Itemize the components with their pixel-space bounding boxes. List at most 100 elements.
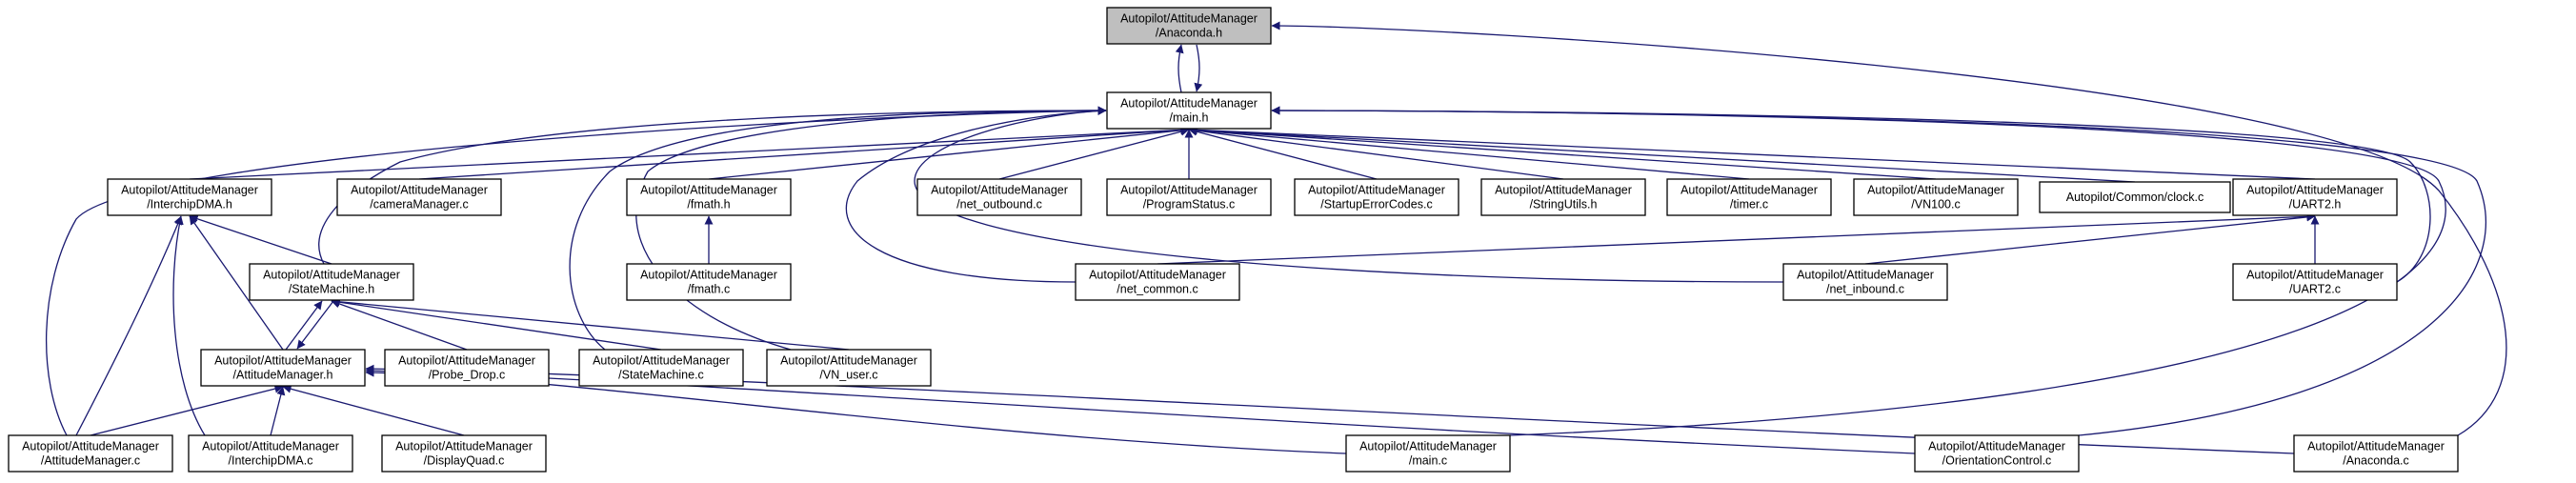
node-file-label: /VN_user.c [819, 369, 877, 382]
file-node-vn100-c[interactable]: Autopilot/AttitudeManager/VN100.c [1853, 178, 2019, 216]
file-node-displayquad-c[interactable]: Autopilot/AttitudeManager/DisplayQuad.c [381, 434, 547, 473]
edge-timer_c-to-main_h [1188, 126, 1750, 180]
node-path-label: Autopilot/AttitudeManager [1867, 184, 2004, 197]
edge-arrow [1188, 125, 2316, 180]
edge-net_outbound_c-to-main_h [998, 127, 1190, 180]
node-box [188, 434, 353, 473]
edge-arrow [1188, 127, 1378, 180]
file-node-interchipdma-h[interactable]: Autopilot/AttitudeManager/InterchipDMA.h [107, 178, 272, 216]
file-node-main-c[interactable]: Autopilot/AttitudeManager/main.c [1345, 434, 1511, 473]
edge-arrow [172, 215, 206, 436]
node-box [1782, 263, 1948, 301]
edge-arrow [1188, 126, 1564, 180]
file-node-net-common-c[interactable]: Autopilot/AttitudeManager/net_common.c [1075, 263, 1240, 301]
node-file-label: /OrientationControl.c [1942, 454, 2052, 468]
file-node-cameramanager-c[interactable]: Autopilot/AttitudeManager/cameraManager.… [336, 178, 502, 216]
edge-arrow [189, 125, 1190, 180]
file-node-interchipdma-c[interactable]: Autopilot/AttitudeManager/InterchipDMA.c [188, 434, 353, 473]
node-file-label: /Anaconda.h [1156, 27, 1222, 40]
edge-clock_c-to-main_h [1188, 125, 2136, 183]
edge-fmath_h-to-main_h [708, 126, 1190, 180]
edge-attitudemanager_c-to-main_h [46, 106, 1107, 436]
edge-arrow [1188, 125, 2136, 183]
edge-arrow [914, 106, 1784, 283]
file-node-vn-user-c[interactable]: Autopilot/AttitudeManager/VN_user.c [766, 349, 932, 387]
file-node-programstatus-c[interactable]: Autopilot/AttitudeManager/ProgramStatus.… [1106, 178, 1272, 216]
node-file-label: /Probe_Drop.c [429, 369, 506, 382]
edge-vn_user_c-to-statemachine_h [331, 297, 850, 351]
edge-arrow [569, 106, 1107, 351]
edge-statemachine_c-to-main_h [569, 106, 1107, 351]
node-box [200, 349, 366, 387]
file-node-uart2-c[interactable]: Autopilot/AttitudeManager/UART2.c [2232, 263, 2398, 301]
file-node-timer-c[interactable]: Autopilot/AttitudeManager/timer.c [1666, 178, 1832, 216]
file-node-fmath-c[interactable]: Autopilot/AttitudeManager/fmath.c [626, 263, 792, 301]
node-path-label: Autopilot/AttitudeManager [931, 184, 1068, 197]
file-node-statemachine-h[interactable]: Autopilot/AttitudeManager/StateMachine.h [249, 263, 414, 301]
edge-arrow [845, 106, 1107, 283]
edge-arrow [90, 384, 284, 436]
node-path-label: Autopilot/AttitudeManager [2246, 184, 2384, 197]
node-box [1853, 178, 2019, 216]
file-node-probe-drop-c[interactable]: Autopilot/AttitudeManager/Probe_Drop.c [384, 349, 550, 387]
file-node-uart2-h[interactable]: Autopilot/AttitudeManager/UART2.h [2232, 178, 2398, 216]
node-file-label: /StringUtils.h [1530, 198, 1598, 211]
edge-attitudemanager_c-to-interchipdma_h [75, 215, 182, 436]
node-path-label: Autopilot/AttitudeManager [1089, 269, 1226, 282]
node-file-label: /ProgramStatus.c [1143, 198, 1236, 211]
node-file-label: /net_outbound.c [956, 198, 1042, 211]
file-node-attitudemanager-c[interactable]: Autopilot/AttitudeManager/AttitudeManage… [8, 434, 173, 473]
file-node-startuperrorcodes-c[interactable]: Autopilot/AttitudeManager/StartupErrorCo… [1294, 178, 1459, 216]
node-file-label: /main.h [1170, 111, 1209, 125]
node-box [1106, 7, 1272, 45]
edge-stringutils_h-to-main_h [1188, 126, 1564, 180]
node-path-label: Autopilot/AttitudeManager [1680, 184, 1818, 197]
edge-net_common_c-to-main_h [845, 106, 1107, 283]
node-box [1345, 434, 1511, 473]
edge-interchipdma_c-to-interchipdma_h [172, 215, 206, 436]
file-node-main-h[interactable]: Autopilot/AttitudeManager/main.h [1106, 91, 1272, 130]
node-file-label: /fmath.h [687, 198, 730, 211]
file-node-anaconda-c[interactable]: Autopilot/AttitudeManager/Anaconda.c [2293, 434, 2459, 473]
node-path-label: Autopilot/AttitudeManager [22, 440, 159, 453]
edge-arrow [365, 364, 2295, 454]
node-box [1480, 178, 1646, 216]
edge-attitudemanager_h-to-interchipdma_h [189, 215, 284, 351]
dependency-edges [46, 21, 2507, 454]
file-node-statemachine-c[interactable]: Autopilot/AttitudeManager/StateMachine.c [578, 349, 744, 387]
node-box [2232, 178, 2398, 216]
node-file-label: /net_inbound.c [1826, 283, 1904, 296]
edge-arrow [331, 297, 850, 351]
node-file-label: /DisplayQuad.c [424, 454, 505, 468]
file-node-clock-c[interactable]: Autopilot/Common/clock.c [2039, 181, 2231, 213]
edge-arrow [1864, 212, 2316, 265]
edge-statemachine_h-to-main_h [318, 106, 1107, 265]
node-box [578, 349, 744, 387]
node-path-label: Autopilot/AttitudeManager [1120, 12, 1258, 26]
file-node-stringutils-h[interactable]: Autopilot/AttitudeManager/StringUtils.h [1480, 178, 1646, 216]
node-path-label: Autopilot/AttitudeManager [263, 269, 400, 282]
node-box [107, 178, 272, 216]
file-node-orientationcontrol-c[interactable]: Autopilot/AttitudeManager/OrientationCon… [1914, 434, 2080, 473]
file-node-fmath-h[interactable]: Autopilot/AttitudeManager/fmath.h [626, 178, 792, 216]
edge-statemachine_c-to-statemachine_h [331, 297, 662, 351]
edge-displayquad_c-to-attitudemanager_h [282, 384, 465, 436]
node-path-label: Autopilot/AttitudeManager [640, 269, 777, 282]
file-node-net-outbound-c[interactable]: Autopilot/AttitudeManager/net_outbound.c [916, 178, 1082, 216]
edge-arrow [46, 106, 1107, 436]
node-path-label: Autopilot/AttitudeManager [1120, 97, 1258, 111]
file-node-net-inbound-c[interactable]: Autopilot/AttitudeManager/net_inbound.c [1782, 263, 1948, 301]
edge-probe_drop_c-to-statemachine_h [331, 299, 468, 351]
file-node-attitudemanager-h[interactable]: Autopilot/AttitudeManager/AttitudeManage… [200, 349, 366, 387]
node-path-label: Autopilot/AttitudeManager [593, 354, 730, 368]
node-box [1106, 178, 1272, 216]
edge-startuperrorcodes_c-to-main_h [1188, 127, 1378, 180]
node-file-label: /main.c [1409, 454, 1447, 468]
node-path-label: Autopilot/AttitudeManager [1928, 440, 2065, 453]
edge-orientationcontrol_c-to-main_h [1271, 106, 2486, 436]
node-box [249, 263, 414, 301]
node-path-label: Autopilot/AttitudeManager [214, 354, 352, 368]
node-path-label: Autopilot/AttitudeManager [202, 440, 339, 453]
node-file-label: /AttitudeManager.c [41, 454, 140, 468]
